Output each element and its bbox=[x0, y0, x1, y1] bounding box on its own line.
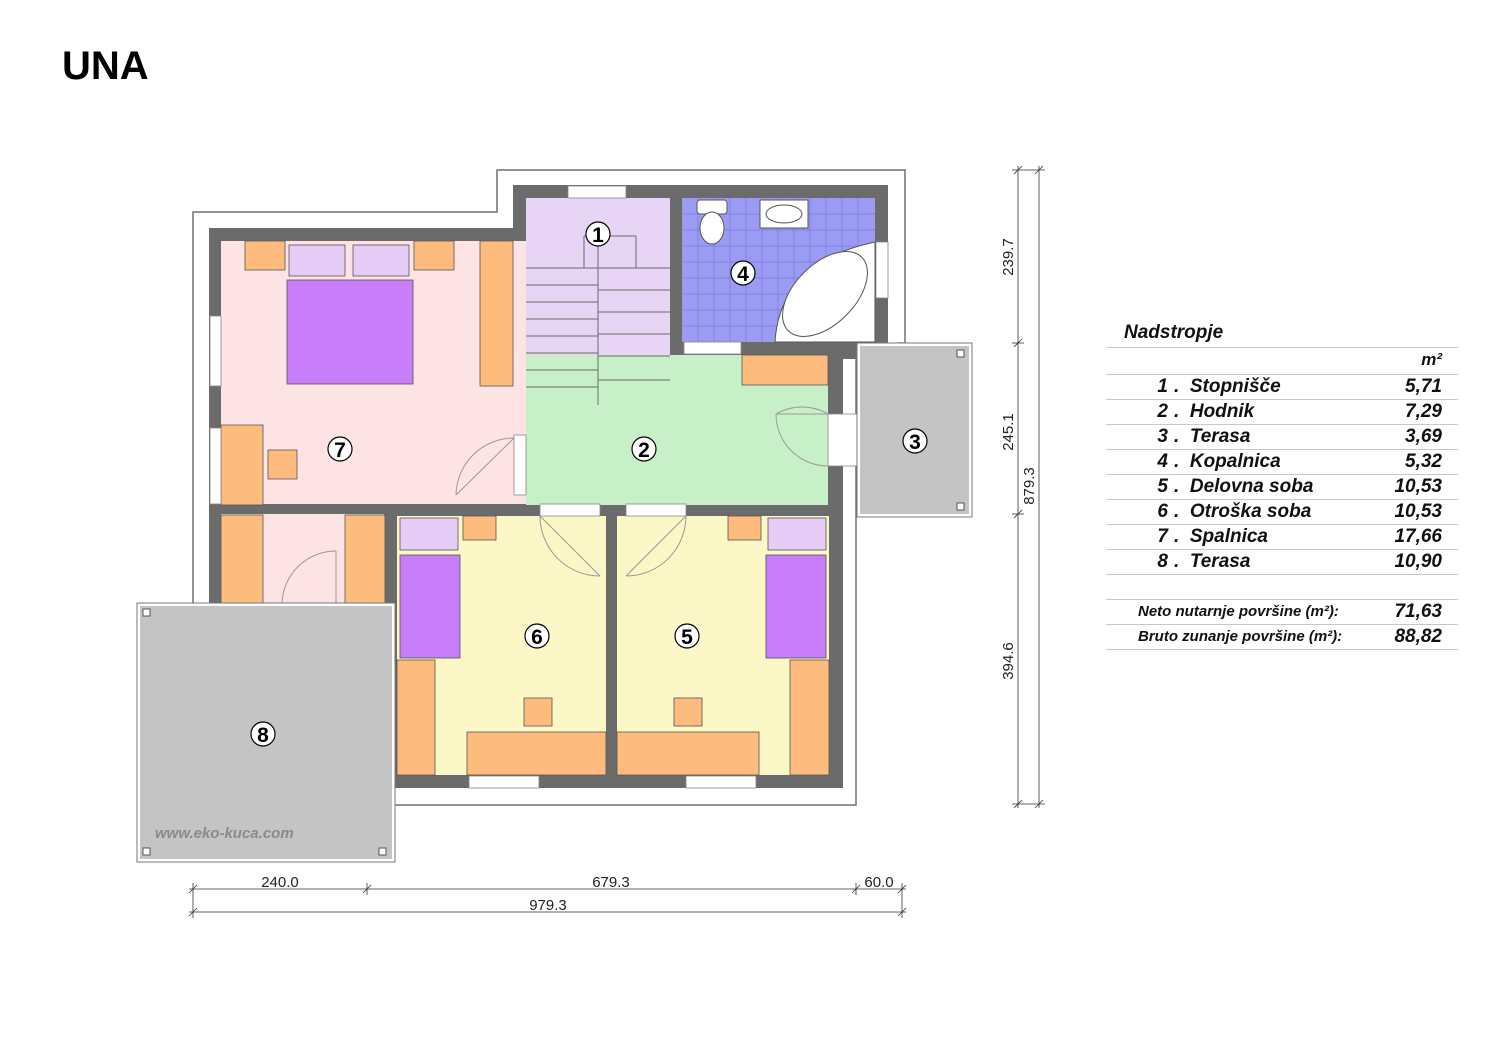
legend-row: 2. Hodnik 7,29 bbox=[1106, 400, 1458, 425]
legend-room-name: Terasa bbox=[1189, 426, 1251, 447]
watermark: www.eko-kuca.com bbox=[155, 825, 294, 842]
bedroom-furniture bbox=[220, 240, 514, 604]
room-label-1: 1 bbox=[585, 221, 611, 247]
room-label-3: 3 bbox=[902, 428, 928, 454]
legend-row: 6. Otroška soba 10,53 bbox=[1106, 500, 1458, 525]
legend-num: 8 bbox=[1157, 551, 1168, 572]
room-label-7: 7 bbox=[327, 436, 353, 462]
dim-right-1: 239.7 bbox=[1000, 238, 1017, 276]
legend-row: 5. Delovna soba 10,53 bbox=[1106, 475, 1458, 500]
gross-area-value: 88,82 bbox=[1394, 626, 1442, 647]
dim-right-total: 879.3 bbox=[1021, 467, 1038, 505]
legend-num: 3 bbox=[1157, 426, 1168, 447]
dim-bottom-1: 240.0 bbox=[261, 874, 299, 891]
room-number: 6 bbox=[531, 626, 543, 649]
legend-room-name: Terasa bbox=[1189, 551, 1251, 572]
legend-row: 4. Kopalnica 5,32 bbox=[1106, 450, 1458, 475]
room-label-4: 4 bbox=[730, 260, 756, 286]
legend-room-name: Stopnišče bbox=[1189, 376, 1281, 397]
dim-bottom-2: 679.3 bbox=[592, 874, 630, 891]
area-legend: Nadstropje m² 1. Stopnišče 5,71 2. Hodni… bbox=[1106, 322, 1458, 650]
room-number: 4 bbox=[737, 263, 749, 286]
door-swings bbox=[281, 406, 829, 604]
room-label-6: 6 bbox=[524, 623, 550, 649]
legend-gross-total: Bruto zunanje površine (m²): 88,82 bbox=[1106, 625, 1458, 650]
legend-room-area: 5,71 bbox=[1405, 376, 1442, 397]
dim-right-2: 245.1 bbox=[1000, 413, 1017, 451]
terrace-3 bbox=[856, 342, 973, 518]
legend-spacer bbox=[1106, 575, 1458, 600]
legend-unit: m² bbox=[1106, 348, 1458, 375]
right-dimensions bbox=[1012, 165, 1045, 809]
legend-row: 7. Spalnica 17,66 bbox=[1106, 525, 1458, 550]
legend-num: 1 bbox=[1157, 376, 1168, 397]
legend-row: 8. Terasa 10,90 bbox=[1106, 550, 1458, 575]
kids-furniture bbox=[396, 515, 607, 776]
room-label-5: 5 bbox=[674, 623, 700, 649]
legend-num: 7 bbox=[1157, 526, 1168, 547]
legend-room-name: Delovna soba bbox=[1189, 476, 1314, 497]
plan-title: UNA bbox=[62, 44, 149, 88]
room-number: 5 bbox=[681, 626, 693, 649]
room-number: 2 bbox=[638, 439, 650, 462]
room-label-8: 8 bbox=[250, 721, 276, 747]
legend-room-name: Kopalnica bbox=[1189, 451, 1281, 472]
legend-room-name: Spalnica bbox=[1189, 526, 1268, 547]
dim-bottom-3: 60.0 bbox=[864, 874, 893, 891]
dim-right-3: 394.6 bbox=[1000, 642, 1017, 680]
legend-row: 1. Stopnišče 5,71 bbox=[1106, 375, 1458, 400]
legend-room-area: 17,66 bbox=[1394, 526, 1442, 547]
legend-room-name: Hodnik bbox=[1189, 401, 1255, 422]
legend-num: 2 bbox=[1157, 401, 1168, 422]
room-label-2: 2 bbox=[631, 436, 657, 462]
legend-room-area: 10,90 bbox=[1394, 551, 1442, 572]
room-number: 7 bbox=[334, 439, 346, 462]
legend-room-name: Otroška soba bbox=[1189, 501, 1312, 522]
hall-cabinet bbox=[741, 354, 829, 386]
staircase bbox=[526, 235, 670, 405]
legend-num: 4 bbox=[1157, 451, 1168, 472]
legend-row: 3. Terasa 3,69 bbox=[1106, 425, 1458, 450]
legend-heading: Nadstropje bbox=[1106, 322, 1458, 348]
legend-num: 5 bbox=[1157, 476, 1168, 497]
room-number: 3 bbox=[909, 431, 921, 454]
net-area-label: Neto nutarnje površine (m²): bbox=[1138, 603, 1339, 620]
bathtub bbox=[774, 241, 876, 343]
legend-room-area: 5,32 bbox=[1405, 451, 1442, 472]
dim-bottom-total: 979.3 bbox=[529, 897, 567, 914]
net-area-value: 71,63 bbox=[1394, 601, 1442, 622]
sink bbox=[759, 199, 809, 229]
toilet bbox=[696, 199, 728, 245]
legend-net-total: Neto nutarnje površine (m²): 71,63 bbox=[1106, 600, 1458, 625]
legend-num: 6 bbox=[1157, 501, 1168, 522]
room-number: 8 bbox=[257, 724, 269, 747]
gross-area-label: Bruto zunanje površine (m²): bbox=[1138, 628, 1343, 645]
room-number: 1 bbox=[592, 224, 604, 247]
legend-room-area: 3,69 bbox=[1405, 426, 1442, 447]
office-furniture bbox=[616, 515, 830, 776]
legend-room-area: 7,29 bbox=[1405, 401, 1442, 422]
bottom-dimensions bbox=[188, 883, 907, 918]
legend-room-area: 10,53 bbox=[1394, 476, 1442, 497]
legend-room-area: 10,53 bbox=[1394, 501, 1442, 522]
